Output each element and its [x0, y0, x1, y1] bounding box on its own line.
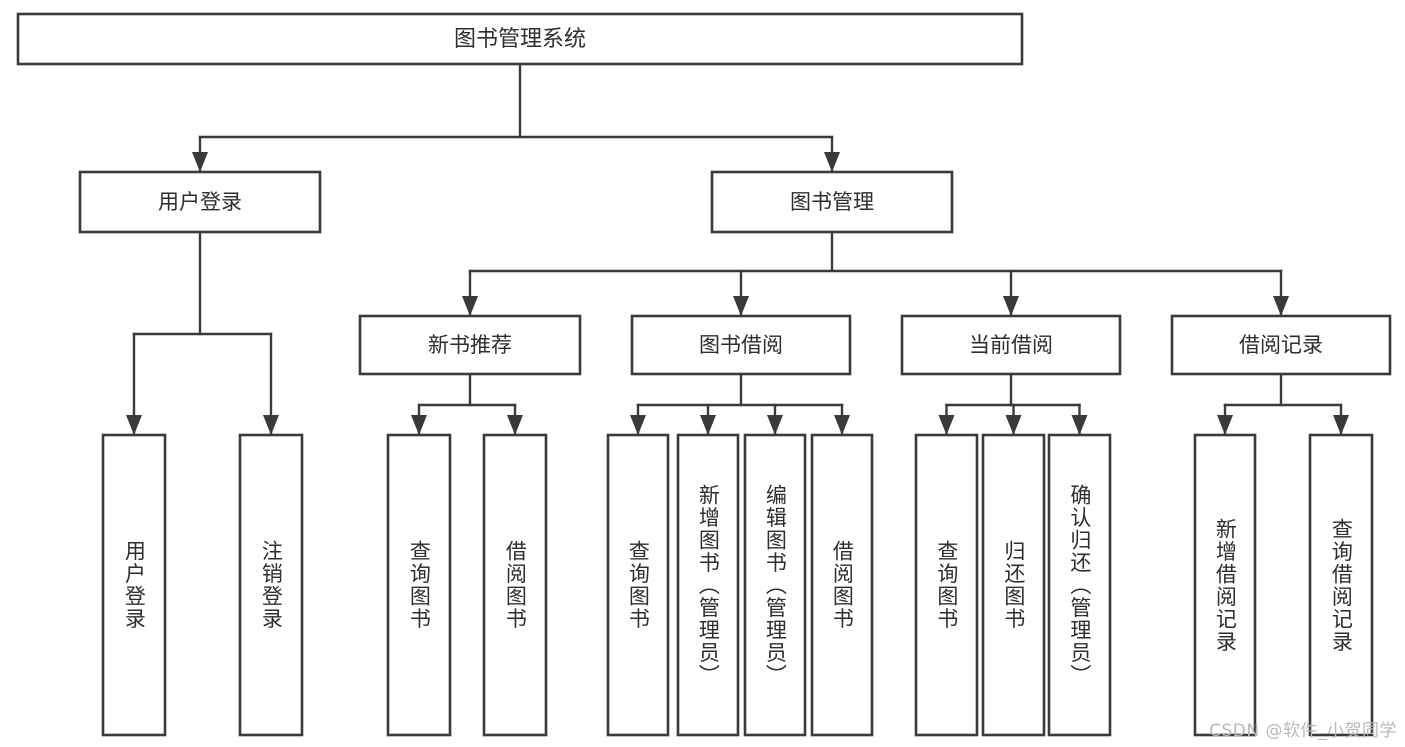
node-label-level3-3: 借阅记录 [1239, 333, 1323, 357]
node-label-level3-2: 当前借阅 [969, 333, 1053, 357]
leaf-box-g0-1[interactable] [482, 433, 548, 737]
book-mgmt-arrow-0 [462, 296, 478, 316]
leaf-box-g1-3[interactable] [810, 433, 874, 737]
leaf-box-g1-0[interactable] [606, 433, 670, 737]
leaf-box-g2-2[interactable] [1047, 433, 1112, 737]
node-box-level3-2[interactable] [900, 314, 1122, 376]
node-box-level3-0[interactable] [358, 314, 582, 376]
connector-lines [126, 62, 1349, 437]
node-label-level2-1: 图书管理 [790, 190, 874, 214]
leaf-box-g1-1[interactable] [676, 433, 740, 737]
group-2-arrow-1 [1005, 415, 1022, 435]
node-box-level3-1[interactable] [630, 314, 852, 376]
user-login-arrow-0 [126, 415, 142, 435]
book-mgmt-arrow-1 [733, 296, 749, 316]
leaf-box-g2-1[interactable] [981, 433, 1046, 737]
node-box-root[interactable] [16, 12, 1024, 66]
root-arrow-0 [192, 152, 208, 172]
root-arrow-1 [824, 152, 840, 172]
book-mgmt-arrow-3 [1273, 296, 1289, 316]
leaf-box-g1-2[interactable] [743, 433, 807, 737]
group-1-arrow-3 [834, 415, 850, 435]
group-1-arrow-2 [767, 415, 783, 435]
node-label-root: 图书管理系统 [454, 27, 586, 52]
watermark: CSDN @软件_小贺同学 [1209, 721, 1397, 741]
node-box-level2-1[interactable] [710, 170, 954, 234]
group-1-arrow-1 [700, 415, 716, 435]
node-boxes [16, 12, 1392, 737]
leaf-box-user-1[interactable] [238, 433, 304, 737]
group-0-arrow-0 [411, 415, 427, 435]
leaf-box-g3-0[interactable] [1193, 433, 1257, 737]
leaf-box-g3-1[interactable] [1308, 433, 1374, 737]
leaf-box-g0-0[interactable] [386, 433, 452, 737]
node-box-level3-3[interactable] [1170, 314, 1392, 376]
group-2-arrow-0 [938, 415, 955, 435]
node-label-level3-1: 图书借阅 [699, 333, 783, 357]
group-0-arrow-1 [507, 415, 523, 435]
leaf-box-user-0[interactable] [101, 433, 167, 737]
node-box-level2-0[interactable] [78, 170, 322, 234]
group-3-arrow-0 [1217, 415, 1233, 435]
book-mgmt-arrow-2 [1003, 296, 1019, 316]
node-label-level2-0: 用户登录 [158, 190, 242, 214]
leaf-box-g2-0[interactable] [914, 433, 979, 737]
node-label-level3-0: 新书推荐 [428, 333, 512, 357]
user-login-arrow-1 [263, 415, 279, 435]
group-1-arrow-0 [630, 415, 646, 435]
group-3-arrow-1 [1333, 415, 1349, 435]
group-2-arrow-2 [1071, 415, 1088, 435]
